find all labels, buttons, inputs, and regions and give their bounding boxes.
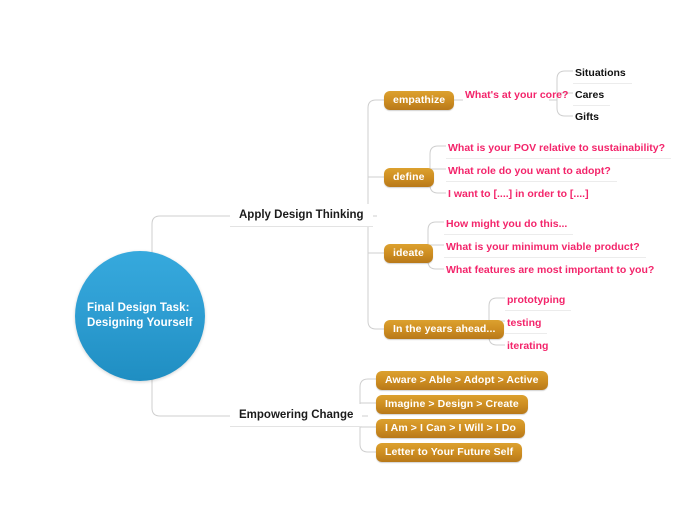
leaf-label: What features are most important to you? (446, 264, 655, 276)
leaf-label: What is your minimum viable product? (446, 241, 640, 253)
leaf-minimum-viable-product[interactable]: What is your minimum viable product? (444, 238, 646, 258)
branch-label: Apply Design Thinking (239, 209, 364, 221)
leaf-whats-at-your-core[interactable]: What's at your core? (463, 86, 574, 106)
node-empathize[interactable]: empathize (384, 91, 455, 110)
root-node[interactable]: Final Design Task: Designing Yourself (75, 251, 205, 381)
node-imagine-design-create[interactable]: Imagine > Design > Create (376, 395, 528, 414)
leaf-label: I want to [....] in order to [....] (448, 188, 589, 200)
leaf-label: Gifts (575, 111, 599, 123)
leaf-label: Situations (575, 67, 626, 79)
leaf-label: prototyping (507, 294, 566, 306)
branch-empowering-change[interactable]: Empowering Change (230, 404, 363, 427)
leaf-label: How might you do this... (446, 218, 568, 230)
node-in-the-years-ahead[interactable]: In the years ahead... (384, 320, 505, 339)
node-label: In the years ahead... (393, 323, 496, 335)
branch-apply-design-thinking[interactable]: Apply Design Thinking (230, 204, 373, 227)
node-label: empathize (393, 94, 446, 106)
leaf-i-want-to[interactable]: I want to [....] in order to [....] (446, 185, 595, 205)
leaf-label: testing (507, 317, 542, 329)
leaf-label: Cares (575, 89, 605, 101)
leaf-label: What role do you want to adopt? (448, 165, 611, 177)
node-ideate[interactable]: ideate (384, 244, 433, 263)
leaf-label: What's at your core? (465, 89, 569, 101)
leaf-prototyping[interactable]: prototyping (505, 291, 572, 311)
node-aware-able-adopt-active[interactable]: Aware > Able > Adopt > Active (376, 371, 548, 390)
node-letter-to-future-self[interactable]: Letter to Your Future Self (376, 443, 523, 462)
leaf-situations[interactable]: Situations (573, 64, 632, 84)
branch-label: Empowering Change (239, 409, 354, 421)
leaf-pov-sustainability[interactable]: What is your POV relative to sustainabil… (446, 139, 672, 159)
leaf-label: What is your POV relative to sustainabil… (448, 142, 666, 154)
node-label: Aware > Able > Adopt > Active (385, 374, 539, 386)
node-label: Letter to Your Future Self (385, 446, 514, 458)
node-label: ideate (393, 247, 424, 259)
leaf-gifts[interactable]: Gifts (573, 108, 605, 128)
leaf-iterating[interactable]: iterating (505, 337, 554, 357)
node-i-am-i-can-i-will-i-do[interactable]: I Am > I Can > I Will > I Do (376, 419, 525, 438)
leaf-how-might-you-do-this[interactable]: How might you do this... (444, 215, 574, 235)
leaf-role-to-adopt[interactable]: What role do you want to adopt? (446, 162, 617, 182)
leaf-label: iterating (507, 340, 549, 352)
node-label: define (393, 171, 425, 183)
leaf-cares[interactable]: Cares (573, 86, 611, 106)
leaf-important-features[interactable]: What features are most important to you? (444, 261, 660, 281)
root-node-label: Final Design Task: Designing Yourself (87, 301, 193, 329)
node-define[interactable]: define (384, 168, 434, 187)
leaf-testing[interactable]: testing (505, 314, 548, 334)
node-label: Imagine > Design > Create (385, 398, 519, 410)
node-label: I Am > I Can > I Will > I Do (385, 422, 516, 434)
